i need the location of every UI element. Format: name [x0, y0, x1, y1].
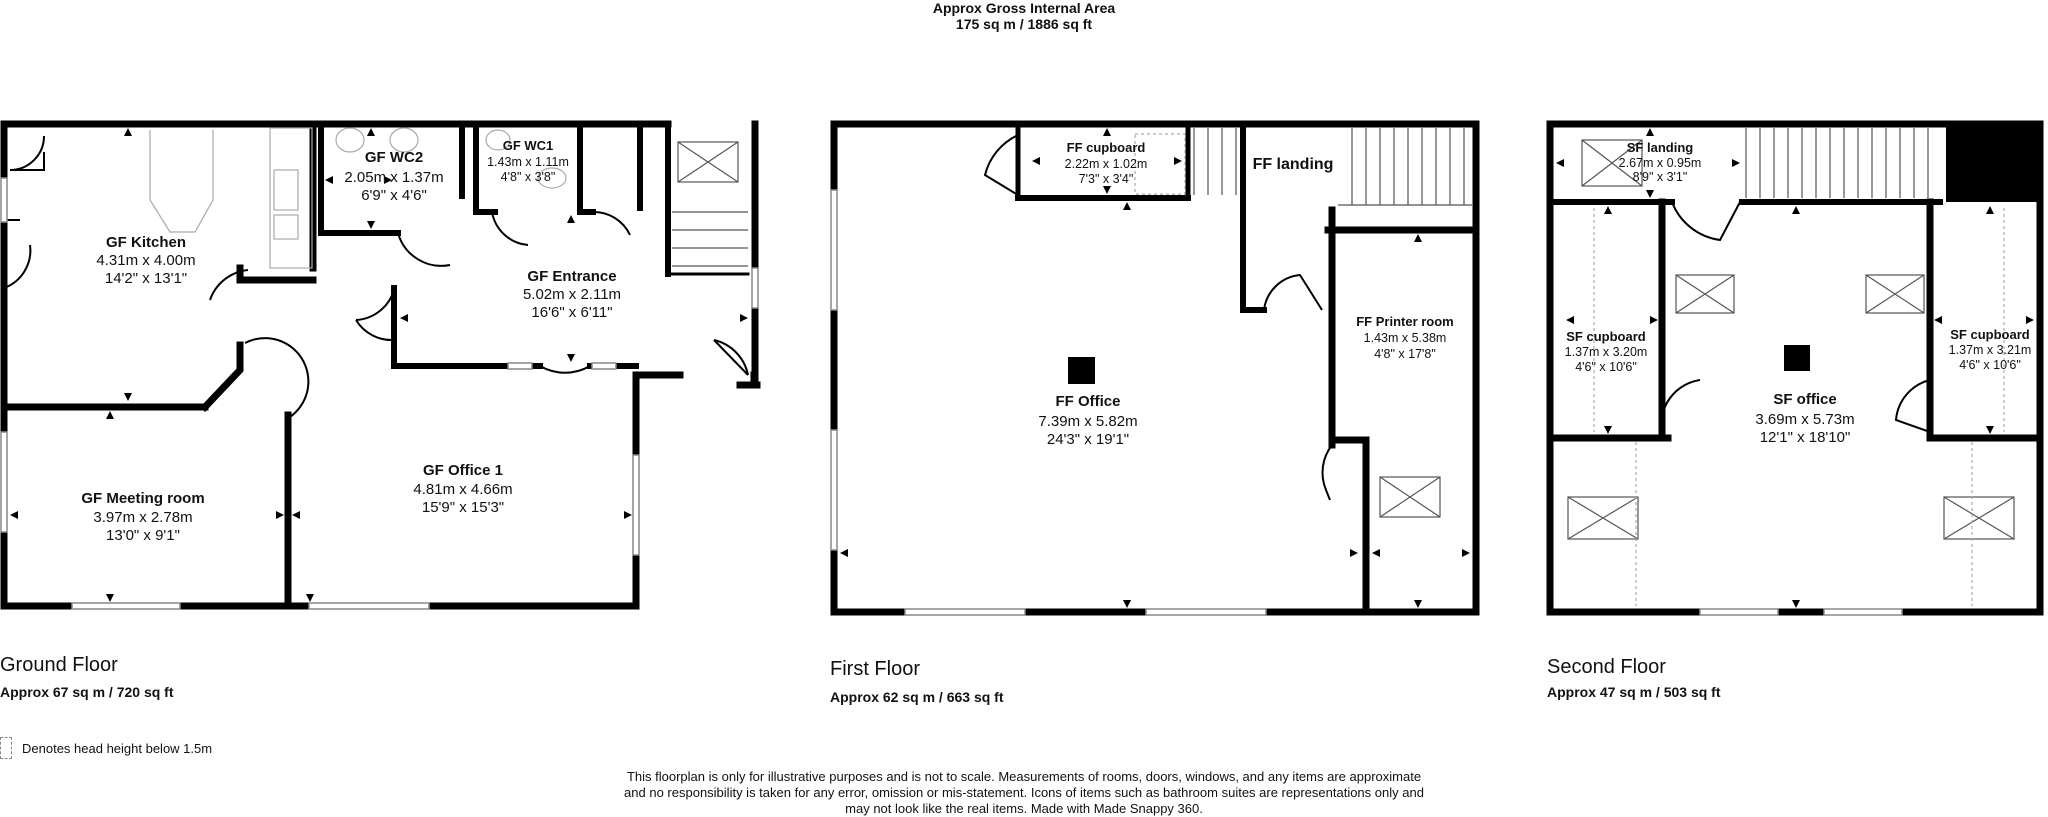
disclaimer: This floorplan is only for illustrative … [524, 769, 1524, 817]
room-imperial-gf-office1: 15'9" x 15'3" [422, 499, 504, 516]
disclaimer-line-1: This floorplan is only for illustrative … [626, 769, 1422, 784]
room-imperial-sf-landing: 8'9" x 3'1" [1633, 170, 1688, 184]
room-imperial-gf-wc2: 6'9" x 4'6" [361, 187, 427, 204]
room-metric-ff-office: 7.39m x 5.82m [1038, 413, 1137, 430]
room-metric-gf-meeting: 3.97m x 2.78m [93, 509, 192, 526]
room-name-sf-office: SF office [1773, 391, 1836, 408]
room-name-gf-wc2: GF WC2 [365, 149, 423, 166]
first-floor-column [1068, 357, 1095, 384]
ground-floor-markers [10, 128, 748, 602]
room-name-sf-cupboard-left: SF cupboard [1566, 329, 1646, 344]
room-metric-ff-cupboard: 2.22m x 1.02m [1065, 157, 1148, 171]
room-name-sf-landing: SF landing [1627, 140, 1694, 155]
room-metric-ff-printer: 1.43m x 5.38m [1364, 331, 1447, 345]
room-metric-gf-entrance: 5.02m x 2.11m [523, 286, 621, 303]
head-height-legend-swatch [0, 737, 12, 759]
room-imperial-ff-printer: 4'8" x 17'8" [1374, 347, 1436, 361]
floor-title-second: Second Floor [1547, 656, 1666, 678]
second-floor-column [1784, 345, 1810, 371]
room-name-gf-office1: GF Office 1 [423, 462, 503, 479]
room-imperial-sf-cupboard-left: 4'6" x 10'6" [1575, 360, 1637, 374]
room-imperial-gf-meeting: 13'0" x 9'1" [106, 527, 180, 544]
floor-area-first: Approx 62 sq m / 663 sq ft [830, 689, 1004, 705]
second-floor-fixtures [1567, 128, 2015, 606]
legend: Denotes head height below 1.5m [0, 737, 212, 759]
room-imperial-gf-wc1: 4'8" x 3'8" [501, 170, 556, 184]
room-imperial-gf-entrance: 16'6" x 6'11" [531, 304, 612, 321]
ground-floor-windows [0, 177, 759, 610]
floor-title-first: First Floor [830, 658, 920, 680]
room-metric-sf-landing: 2.67m x 0.95m [1619, 156, 1702, 170]
gross-area-total: 175 sq m / 1886 sq ft [955, 16, 1093, 32]
room-name-gf-meeting: GF Meeting room [81, 490, 204, 507]
room-name-sf-cupboard-right: SF cupboard [1950, 327, 2030, 342]
room-metric-gf-kitchen: 4.31m x 4.00m [96, 252, 195, 269]
room-imperial-ff-cupboard: 7'3" x 3'4" [1079, 172, 1134, 186]
room-imperial-sf-cupboard-right: 4'6" x 10'6" [1959, 358, 2021, 372]
gross-area-title: Approx Gross Internal Area [932, 0, 1116, 16]
room-name-gf-entrance: GF Entrance [527, 268, 616, 285]
room-name-ff-printer: FF Printer room [1356, 314, 1454, 329]
floor-title-ground: Ground Floor [0, 654, 118, 676]
floor-area-ground: Approx 67 sq m / 720 sq ft [0, 684, 174, 700]
room-imperial-sf-office: 12'1" x 18'10" [1760, 429, 1851, 446]
room-labels: GF Kitchen 4.31m x 4.00m 14'2" x 13'1" G… [81, 138, 2031, 544]
room-imperial-ff-office: 24'3" x 19'1" [1047, 431, 1129, 448]
room-metric-sf-office: 3.69m x 5.73m [1755, 411, 1854, 428]
first-floor-fixtures [1134, 128, 1472, 518]
room-metric-gf-office1: 4.81m x 4.66m [413, 481, 512, 498]
second-floor-windows [1699, 608, 1903, 616]
first-floor-markers [840, 128, 1470, 608]
room-name-ff-cupboard: FF cupboard [1067, 140, 1146, 155]
first-floor-windows [830, 189, 1267, 616]
room-imperial-gf-kitchen: 14'2" x 13'1" [105, 270, 187, 287]
second-floor-doors [1660, 201, 1931, 433]
room-name-gf-kitchen: GF Kitchen [106, 234, 186, 251]
room-name-ff-landing: FF landing [1253, 156, 1334, 173]
room-name-ff-office: FF Office [1055, 393, 1120, 410]
ground-floor-doors [3, 135, 749, 421]
second-floor-markers [1556, 128, 2034, 608]
room-metric-sf-cupboard-right: 1.37m x 3.21m [1949, 343, 2032, 357]
second-floor-eaves [1946, 124, 2040, 202]
room-metric-gf-wc1: 1.43m x 1.11m [487, 155, 569, 169]
disclaimer-line-2: and no responsibility is taken for any e… [624, 785, 1424, 800]
legend-text: Denotes head height below 1.5m [22, 740, 213, 756]
disclaimer-line-3: may not look like the real items. Made w… [845, 801, 1203, 816]
room-metric-sf-cupboard-left: 1.37m x 3.20m [1565, 345, 1648, 359]
room-name-gf-wc1: GF WC1 [503, 138, 554, 153]
first-floor-doors [983, 134, 1333, 501]
ground-floor-fixtures [149, 127, 748, 269]
floor-area-second: Approx 47 sq m / 503 sq ft [1547, 684, 1721, 700]
room-metric-gf-wc2: 2.05m x 1.37m [344, 169, 443, 186]
